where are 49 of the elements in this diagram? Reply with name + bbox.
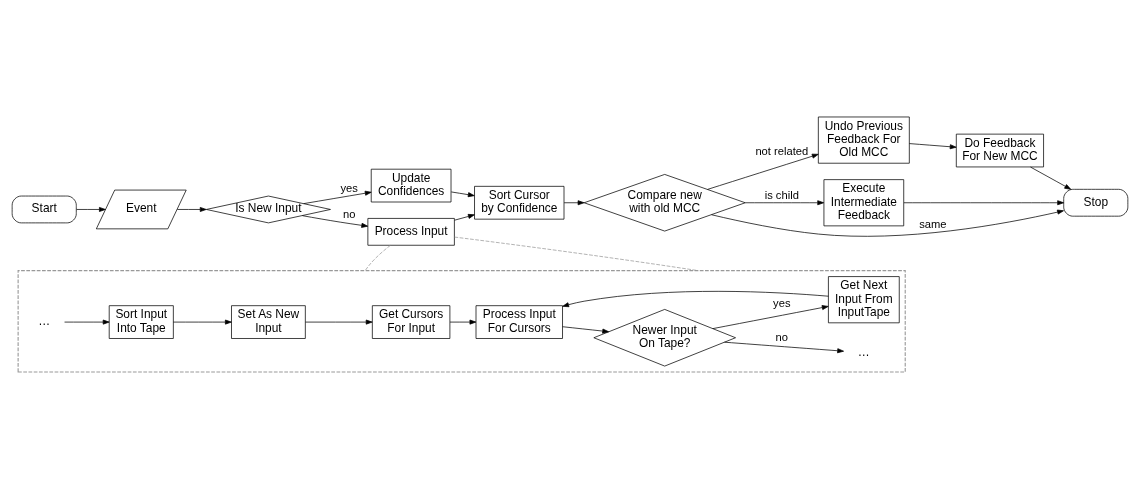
connector <box>454 236 699 271</box>
node-box: Sort Input Into Tape <box>108 304 174 339</box>
arrow <box>173 319 232 325</box>
arrow <box>563 199 585 205</box>
connector <box>364 244 391 271</box>
arrow <box>302 214 369 228</box>
node-box: Process Input For Cursors <box>475 304 563 339</box>
node-text: … <box>857 343 870 358</box>
node-box: Execute Intermediate Feedback <box>823 178 905 226</box>
arrow <box>909 142 957 149</box>
node-box: Undo Previous Feedback For Old MCC <box>817 116 910 164</box>
arrow <box>711 209 1064 237</box>
arrow <box>903 199 1064 205</box>
node-box: Update Confidences <box>370 168 452 202</box>
arrow <box>712 304 829 329</box>
arrow <box>1030 166 1072 190</box>
arrow <box>64 319 110 325</box>
arrow <box>562 290 829 307</box>
node-diamond: Compare new with old MCC <box>583 173 746 231</box>
arrow <box>454 213 475 221</box>
node-text: … <box>38 313 51 328</box>
arrow <box>76 206 106 212</box>
arrow <box>724 341 844 353</box>
node-diamond: Newer Input On Tape? <box>593 308 736 366</box>
node-box: Set As New Input <box>231 304 306 339</box>
node-box: Start <box>11 195 77 223</box>
edge-label: is child <box>764 188 799 201</box>
edge-label: no <box>775 330 789 343</box>
arrow <box>562 325 609 334</box>
node-box: Sort Cursor by Confidence <box>474 185 565 220</box>
arrow <box>449 319 477 325</box>
arrow <box>744 199 825 205</box>
node-box: Get Next Input From InputTape <box>828 275 900 323</box>
node-diamond: Is New Input <box>206 195 331 223</box>
arrow <box>177 206 207 212</box>
arrow <box>303 190 372 204</box>
edge-label: not related <box>755 144 809 157</box>
node-box: Stop <box>1063 188 1129 217</box>
arrow <box>707 153 819 190</box>
node-box: Do Feedback For New MCC <box>955 133 1044 167</box>
node-box: Get Cursors For Input <box>371 304 451 339</box>
cluster <box>17 269 906 373</box>
arrow <box>305 319 373 325</box>
edge-label: yes <box>773 296 791 309</box>
edge-label: yes <box>340 181 358 194</box>
node-box: Process Input <box>367 217 455 246</box>
arrow <box>450 191 475 197</box>
edge-label: same <box>919 217 947 230</box>
edge-label: no <box>343 207 356 220</box>
